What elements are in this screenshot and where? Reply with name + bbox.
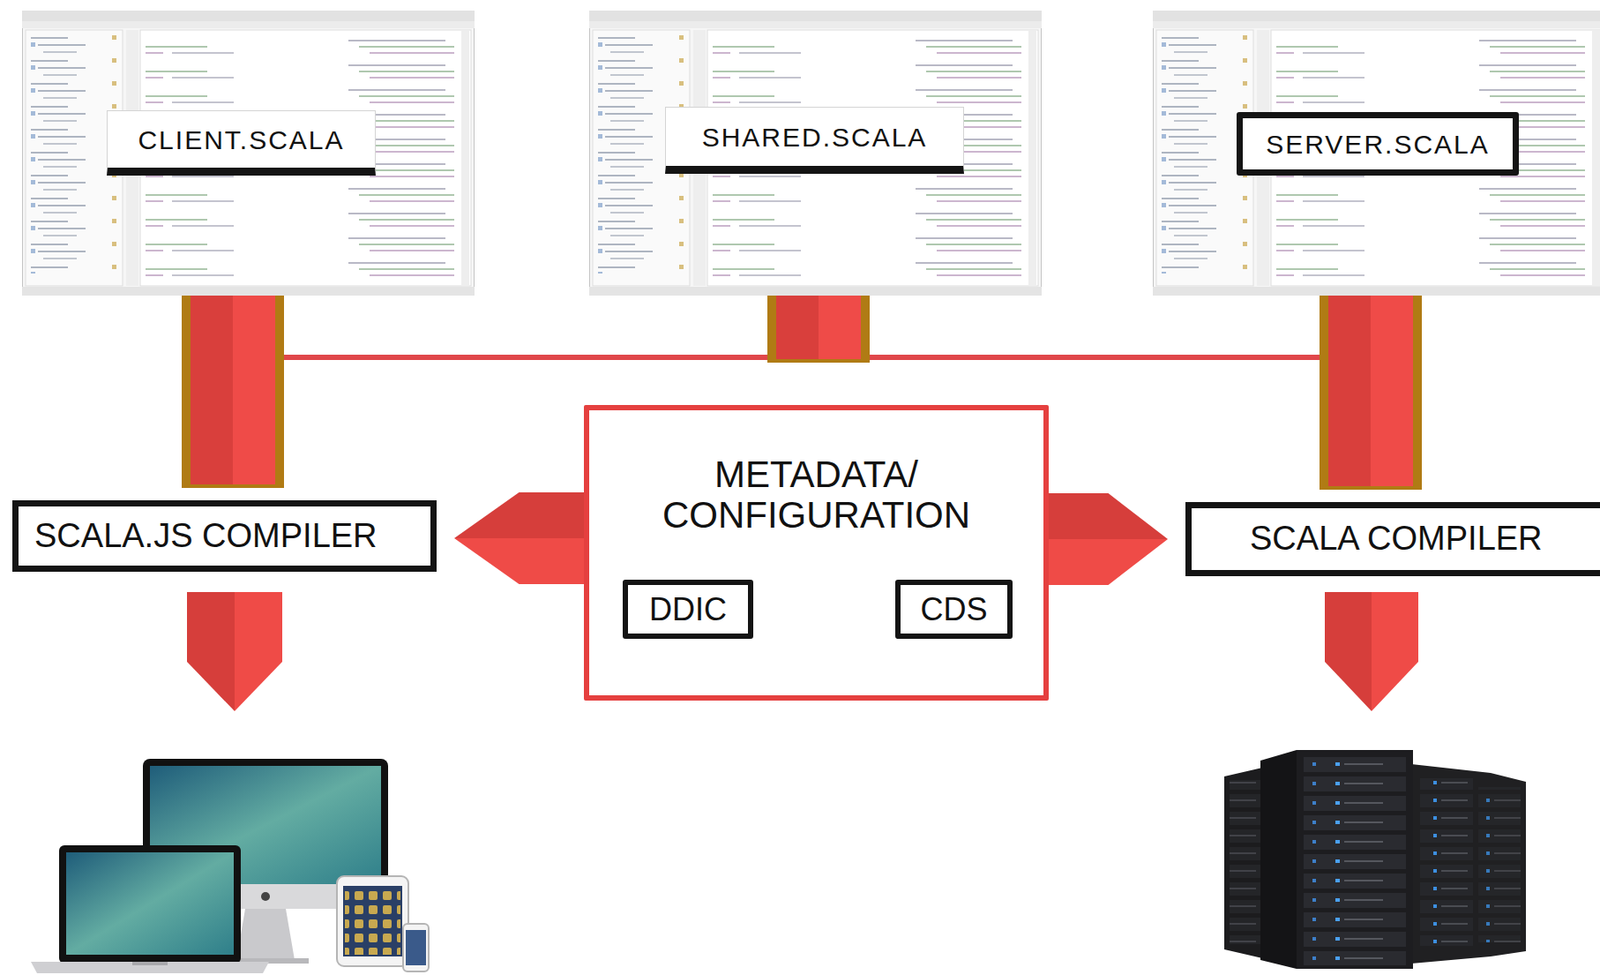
connector-part [454,492,584,539]
server-rack-illustration [1224,749,1526,969]
file-label: SHARED.SCALA [665,106,965,174]
down-arrow [1324,591,1419,711]
connector-part [1048,538,1168,585]
ide-screenshots [22,10,1600,296]
file-label: SERVER.SCALA [1236,112,1519,176]
ide-screenshot [22,10,475,296]
metadata-item: DDIC [622,579,754,639]
ide-screenshot [589,10,1042,296]
node-label: SCALA COMPILER [1249,520,1543,558]
connector [454,492,584,584]
node-label: SERVER.SCALA [1265,129,1490,159]
metadata-box: METADATA/ CONFIGURATION DDIC CDS [583,404,1049,701]
compiler-box: SCALA.JS COMPILER [12,500,437,572]
node-label: CLIENT.SCALA [137,125,344,155]
node-label: CDS [919,591,987,628]
node-label: SHARED.SCALA [702,122,928,152]
metadata-item: CDS [895,579,1013,639]
client-devices-illustration [30,758,429,973]
node-label: SCALA.JS COMPILER [34,517,378,555]
connector-part [1048,493,1168,539]
node-label: DDIC [649,591,727,628]
connector-part [454,538,584,584]
connector [1048,493,1168,585]
ide-screenshot [1152,10,1600,296]
compiler-box: SCALA COMPILER [1185,501,1600,576]
down-arrow [186,591,283,711]
file-label: CLIENT.SCALA [106,110,376,176]
node-label: METADATA/ CONFIGURATION [622,454,1011,536]
